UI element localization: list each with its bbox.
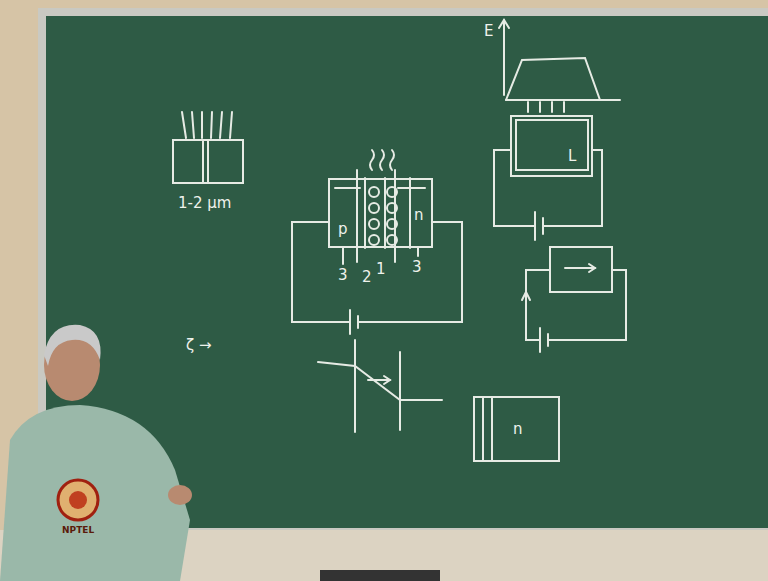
device-box: pn — [328, 178, 433, 248]
chalk-label: E — [484, 24, 493, 39]
chalk-label: 1-2 μm — [178, 196, 231, 211]
region-label: p — [338, 222, 348, 237]
chalk-label: ζ → — [186, 338, 212, 353]
device-box: n — [473, 396, 560, 462]
logo-text: NPTEL — [62, 526, 94, 535]
region-label: n — [513, 422, 523, 437]
chalk-label: 1 — [376, 262, 386, 277]
chalk-label: 2 — [362, 270, 372, 285]
chalk-label: 3 — [412, 260, 422, 275]
device-box: L — [510, 115, 593, 177]
chalk-label: 3 — [338, 268, 348, 283]
region-label: n — [414, 208, 424, 223]
region-label: L — [568, 149, 576, 164]
